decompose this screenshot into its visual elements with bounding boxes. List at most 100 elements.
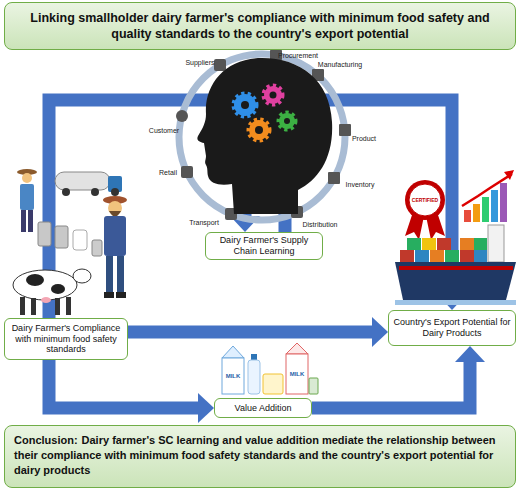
milk-carton	[222, 358, 244, 394]
supply-chain-stage: Manufacturing	[318, 61, 362, 68]
supply-chain-stage: Retail	[159, 169, 177, 176]
wheel	[62, 188, 70, 196]
flow-arrow	[128, 317, 388, 347]
arrow-shaft	[49, 360, 199, 408]
product-label: MILK	[226, 373, 241, 379]
growth-arrow	[462, 174, 512, 206]
farmer-head	[22, 173, 32, 183]
box-text: Dairy Farmer's Compliance with minimum f…	[9, 323, 123, 355]
chart-bar	[473, 204, 480, 222]
cow-leg	[31, 298, 36, 315]
supply-chain-stage: Suppliers	[185, 59, 214, 66]
farmer-boot	[116, 292, 126, 298]
text-holder: Country's Export Potential for Dairy Pro…	[393, 317, 511, 339]
title-band: Linking smallholder dairy farmer's compl…	[4, 2, 516, 50]
farmer-body	[20, 184, 34, 210]
badge-center	[409, 184, 441, 216]
container	[422, 238, 436, 250]
farmer-leg	[21, 210, 26, 232]
container	[437, 238, 451, 250]
milk-jug	[73, 230, 87, 250]
conclusion-band: Conclusion:Dairy farmer's SC learning an…	[4, 425, 516, 488]
flow-arrow	[49, 360, 214, 423]
head-silhouette	[197, 58, 332, 214]
chart-bar	[482, 197, 489, 222]
product-icon	[339, 124, 351, 136]
text-holder: Dairy Farmer's Compliance with minimum f…	[9, 323, 123, 355]
container	[445, 250, 459, 262]
dairy-cup	[309, 378, 318, 394]
cow-leg	[55, 298, 60, 315]
farmer-boot	[104, 292, 114, 298]
text-holder: Dairy Farmer's Supply Chain Learning	[210, 235, 318, 257]
ship-bridge	[488, 225, 504, 262]
bottle-cap	[251, 354, 257, 360]
hull-stripe	[399, 266, 513, 270]
process-box: Country's Export Potential for Dairy Pro…	[388, 310, 516, 346]
supply-chain-stage: Transport	[189, 219, 219, 226]
supply-chain-illustration	[176, 49, 351, 220]
milk-can	[55, 226, 68, 248]
ship-hull	[395, 262, 516, 300]
cow-leg	[66, 297, 71, 315]
cow-body	[13, 270, 77, 300]
supply-chain-stage: Distribution	[302, 221, 337, 228]
text-holder: Conclusion:Dairy farmer's SC learning an…	[14, 433, 506, 478]
container	[460, 238, 474, 250]
yogurt-tub	[263, 374, 283, 394]
cycle-ring	[179, 54, 345, 220]
growth-arrow-head	[504, 170, 514, 180]
dairy-products-illustration	[222, 343, 318, 394]
farmer-leg	[106, 256, 113, 294]
process-box: Dairy Farmer's Compliance with minimum f…	[4, 318, 128, 360]
process-box: Value Addition	[214, 398, 312, 418]
box-text: Dairy Farmer's Supply Chain Learning	[210, 235, 318, 257]
retail-icon	[181, 166, 193, 178]
milk-can	[92, 240, 102, 256]
wheel	[91, 188, 99, 196]
sea	[395, 300, 516, 305]
milk-carton	[286, 354, 308, 394]
text-holder: Value Addition	[235, 403, 292, 414]
container	[407, 238, 421, 250]
supplier-icon	[214, 59, 226, 71]
chart-bar	[464, 210, 471, 222]
container	[400, 250, 414, 262]
arrow-head	[455, 346, 485, 362]
flow-arrow	[312, 346, 485, 408]
inventory-icon	[328, 172, 340, 184]
container	[474, 250, 487, 262]
milk-bottle	[248, 360, 260, 394]
gear-hub	[255, 126, 263, 134]
cow-leg	[20, 297, 25, 315]
wheel	[111, 188, 119, 196]
title-text: Linking smallholder dairy farmer's compl…	[15, 10, 505, 43]
cow-patch	[26, 274, 44, 286]
supply-chain-stage: Procurement	[278, 52, 318, 59]
supply-chain-stage: Inventory	[346, 181, 375, 188]
badge-text: CERTIFIED	[412, 198, 438, 203]
milk-can	[38, 222, 51, 246]
farmer-illustration	[13, 169, 127, 315]
milk-tanker	[55, 172, 110, 190]
gear-hub	[241, 101, 249, 109]
arrow-shaft	[312, 362, 470, 409]
arrow-shaft	[128, 326, 373, 339]
gear-hub	[270, 92, 277, 99]
box-text: Country's Export Potential for Dairy Pro…	[393, 317, 511, 339]
certified-badge	[405, 180, 445, 220]
product-label: MILK	[290, 371, 305, 377]
cow-patch	[51, 284, 65, 294]
gear	[264, 86, 282, 104]
customer-icon	[176, 110, 188, 122]
container	[415, 250, 429, 262]
gear	[234, 94, 256, 116]
container	[474, 238, 487, 250]
carton-top	[222, 346, 244, 358]
supply-chain-stage: Product	[352, 135, 376, 142]
farmer-beard	[109, 211, 121, 217]
export-illustration	[395, 170, 516, 305]
supply-chain-stage: Customer	[149, 127, 179, 134]
